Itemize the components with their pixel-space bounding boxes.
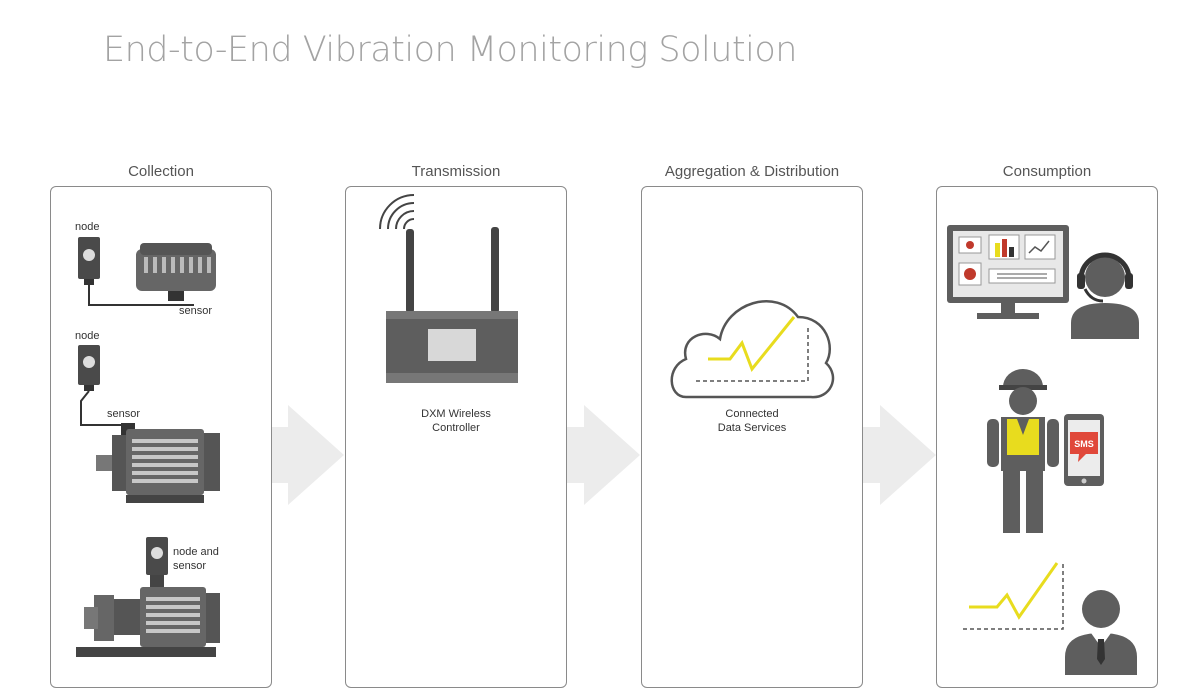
caption-data-services: Connected Data Services — [642, 407, 862, 435]
caption-dxm-line1: DXM Wireless — [421, 408, 491, 420]
label-sensor-2: sensor — [107, 408, 141, 420]
stage-label-transmission: Transmission — [411, 163, 501, 180]
support-agent-icon — [1071, 252, 1139, 339]
caption-data-services-line1: Connected — [725, 408, 779, 420]
label-node-and-sensor-line2: sensor — [173, 560, 207, 572]
caption-dxm: DXM Wireless Controller — [346, 407, 566, 435]
node-sensor-1-icon — [78, 237, 216, 306]
trend-chart-icon — [963, 561, 1064, 630]
flow-arrow-1 — [248, 405, 344, 505]
cloud-icon — [670, 300, 835, 399]
stage-label-consumption: Consumption — [1002, 163, 1092, 180]
stage-label-aggregation: Aggregation & Distribution — [664, 163, 840, 180]
pump-icon — [76, 537, 220, 657]
caption-data-services-line2: Data Services — [717, 422, 787, 434]
manager-icon — [1065, 590, 1137, 675]
panel-collection: node sensor node sensor — [50, 186, 272, 688]
label-node-and-sensor: node and sensor — [173, 545, 219, 573]
label-node-2: node — [75, 330, 100, 342]
page-title: End-to-End Vibration Monitoring Solution — [103, 30, 797, 70]
field-worker-icon — [987, 369, 1059, 533]
stage-label-collection: Collection — [128, 163, 194, 180]
monitor-icon — [947, 225, 1069, 319]
node-motor-icon — [78, 345, 220, 503]
label-node-and-sensor-line1: node and — [173, 546, 219, 558]
flow-arrow-2 — [544, 405, 640, 505]
sms-text: SMS — [1074, 439, 1094, 449]
panel-transmission: DXM Wireless Controller — [345, 186, 567, 688]
dxm-controller-icon — [379, 194, 518, 383]
label-node-1: node — [75, 221, 100, 233]
panel-aggregation: Connected Data Services — [641, 186, 863, 688]
phone-icon: SMS — [1064, 414, 1104, 486]
label-sensor-1: sensor — [179, 305, 213, 317]
flow-arrow-3 — [840, 405, 936, 505]
sms-bubble-icon — [1070, 432, 1098, 462]
caption-dxm-line2: Controller — [432, 422, 480, 434]
panel-consumption: SMS — [936, 186, 1158, 688]
